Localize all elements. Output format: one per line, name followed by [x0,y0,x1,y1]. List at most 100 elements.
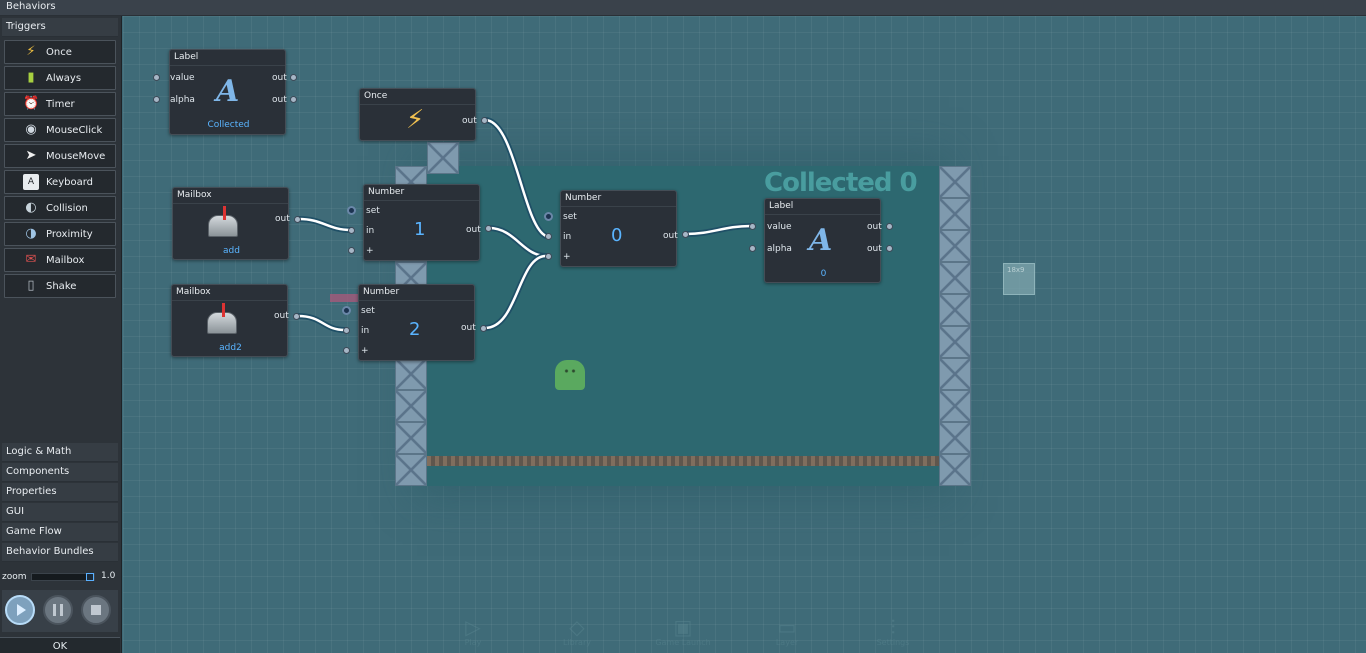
stop-button[interactable] [81,595,111,625]
input-port-in[interactable] [343,327,350,334]
category-properties[interactable]: Properties [2,483,118,502]
input-port-set[interactable] [342,306,351,315]
input-port-plus[interactable] [545,253,552,260]
trigger-label: Keyboard [46,177,94,188]
trigger-keyboard[interactable]: A Keyboard [4,170,116,194]
node-label-collected[interactable]: Label value alpha out out A Collected [169,49,287,135]
node-title: Label [174,52,199,62]
number-value: 1 [414,219,426,240]
input-port-in[interactable] [545,233,552,240]
category-gui[interactable]: GUI [2,503,118,522]
input-port-alpha[interactable] [153,96,160,103]
phone-icon: ▯ [27,278,35,293]
scene-floor [427,456,939,466]
ghost-tile[interactable]: 18x9 [1003,263,1035,295]
top-bar: Behaviors [0,0,1366,16]
mailbox-message: add2 [219,343,242,353]
toolbar-settings[interactable]: ⫶ Settings [853,616,933,647]
behavior-canvas[interactable]: Collected 0 18x9 Label value alpha out o… [123,16,1366,653]
toolbar-game-launch[interactable]: ▣ Game Launch [643,616,723,647]
triggers-section-header[interactable]: Triggers [2,18,118,37]
node-divider [765,214,880,215]
output-port-out[interactable] [293,313,300,320]
input-port-plus[interactable] [343,347,350,354]
toolbar-library[interactable]: ◇ Library [537,616,617,647]
toolbar-play[interactable]: ▷ Play [433,616,513,647]
output-port-out[interactable] [886,245,893,252]
keyboard-key-icon: A [23,174,39,190]
trigger-label: Mailbox [46,255,85,266]
node-mailbox-add2[interactable]: Mailbox out add2 [171,284,289,357]
trigger-label: Collision [46,203,88,214]
input-port-value[interactable] [153,74,160,81]
pause-button[interactable] [43,595,73,625]
toolbar-label: Play [464,638,482,647]
trigger-collision[interactable]: ◐ Collision [4,196,116,220]
trigger-mailbox[interactable]: ✉ Mailbox [4,248,116,272]
panel-title: Behaviors [6,1,56,12]
output-port-out[interactable] [480,325,487,332]
toolbar-layer[interactable]: ▭ Layer [747,616,827,647]
node-number-1[interactable]: Number set in + out 1 [363,184,481,261]
output-port-out[interactable] [290,96,297,103]
play-button[interactable] [5,595,35,625]
image-icon: ▣ [673,615,693,639]
output-port-out[interactable] [485,225,492,232]
node-label-count[interactable]: Label value alpha out out A 0 [764,198,882,283]
trigger-label: Proximity [46,229,93,240]
port-label-out: out [272,73,287,83]
output-port-out[interactable] [682,231,689,238]
category-logic-math[interactable]: Logic & Math [2,443,118,462]
trigger-shake[interactable]: ▯ Shake [4,274,116,298]
proximity-icon: ◑ [25,226,37,241]
input-port-alpha[interactable] [749,245,756,252]
lightning-icon: ⚡ [406,105,425,135]
behaviors-sidebar: Triggers ⚡ Once ▮ Always ⏰ Timer ◉ Mouse… [0,16,122,653]
port-label-out: out [663,231,678,241]
collision-icon: ◐ [25,200,37,215]
trigger-label: Always [46,73,82,84]
trigger-proximity[interactable]: ◑ Proximity [4,222,116,246]
node-once[interactable]: Once out ⚡ [359,88,477,141]
ghost-tile-label: 18x9 [1007,266,1025,274]
cursor-icon: ➤ [25,148,37,163]
input-port-set[interactable] [347,206,356,215]
zoom-slider-track[interactable] [31,573,95,581]
zoom-slider-handle[interactable] [86,573,94,581]
output-port-out[interactable] [290,74,297,81]
trigger-mousemove[interactable]: ➤ MouseMove [4,144,116,168]
player-character[interactable] [555,360,585,390]
node-title: Mailbox [176,287,211,297]
input-port-in[interactable] [348,227,355,234]
port-label-out: out [461,323,476,333]
node-mailbox-add[interactable]: Mailbox out add [172,187,290,260]
trigger-always[interactable]: ▮ Always [4,66,116,90]
wall-block [939,198,971,230]
category-behavior-bundles[interactable]: Behavior Bundles [2,543,118,562]
input-port-plus[interactable] [348,247,355,254]
toolbar-label: Settings [876,638,910,647]
input-port-set[interactable] [544,212,553,221]
output-port-out[interactable] [481,117,488,124]
node-number-2[interactable]: Number set in + out 2 [358,284,476,361]
mailbox-icon: ✉ [25,252,37,267]
port-label-in: in [563,232,572,242]
trigger-label: Timer [46,99,75,110]
wall-block [939,422,971,454]
category-components[interactable]: Components [2,463,118,482]
ok-button[interactable]: OK [0,637,120,653]
trigger-mouseclick[interactable]: ◉ MouseClick [4,118,116,142]
node-divider [364,200,479,201]
wall-block [427,142,459,174]
node-divider [359,300,474,301]
node-number-0[interactable]: Number set in + out 0 [560,190,678,267]
output-port-out[interactable] [294,216,301,223]
output-port-out[interactable] [886,223,893,230]
input-port-value[interactable] [749,223,756,230]
trigger-once[interactable]: ⚡ Once [4,40,116,64]
trigger-timer[interactable]: ⏰ Timer [4,92,116,116]
category-game-flow[interactable]: Game Flow [2,523,118,542]
wall-block [939,326,971,358]
number-value: 2 [409,319,421,340]
port-label-out: out [867,222,882,232]
